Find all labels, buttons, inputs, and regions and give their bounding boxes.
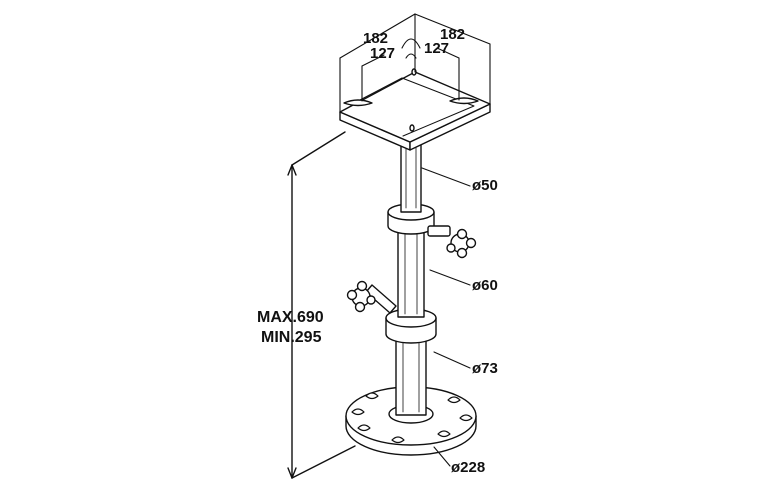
hole-spacing-left-label: 127 xyxy=(370,45,395,62)
lower-locking-knob xyxy=(346,280,397,314)
top-dimension-lines xyxy=(339,13,491,113)
leader-tube-bottom xyxy=(433,351,471,369)
upper-tube xyxy=(400,139,422,213)
middle-tube xyxy=(397,224,425,318)
top-width-left-label: 182 xyxy=(363,30,388,47)
leader-base xyxy=(433,446,451,467)
base-screw-holes xyxy=(351,392,473,444)
height-max-label: MAX.690 xyxy=(257,309,324,326)
base-diameter-label: ø228 xyxy=(451,459,485,476)
tube-top-diameter-label: ø50 xyxy=(472,177,498,194)
tube-bottom-diameter-label: ø73 xyxy=(472,360,498,377)
leader-tube-middle xyxy=(429,269,471,286)
upper-locking-knob xyxy=(427,225,477,259)
leader-lines xyxy=(421,167,471,467)
height-dimension-line xyxy=(287,131,356,479)
height-min-label: MIN.295 xyxy=(261,329,322,346)
top-width-right-label: 182 xyxy=(440,26,465,43)
leader-tube-top xyxy=(421,167,471,187)
base-plate xyxy=(345,386,477,456)
hole-spacing-right-label: 127 xyxy=(424,40,449,57)
top-mounting-plate xyxy=(339,68,491,151)
tube-middle-diameter-label: ø60 xyxy=(472,277,498,294)
lower-tube xyxy=(395,332,427,416)
